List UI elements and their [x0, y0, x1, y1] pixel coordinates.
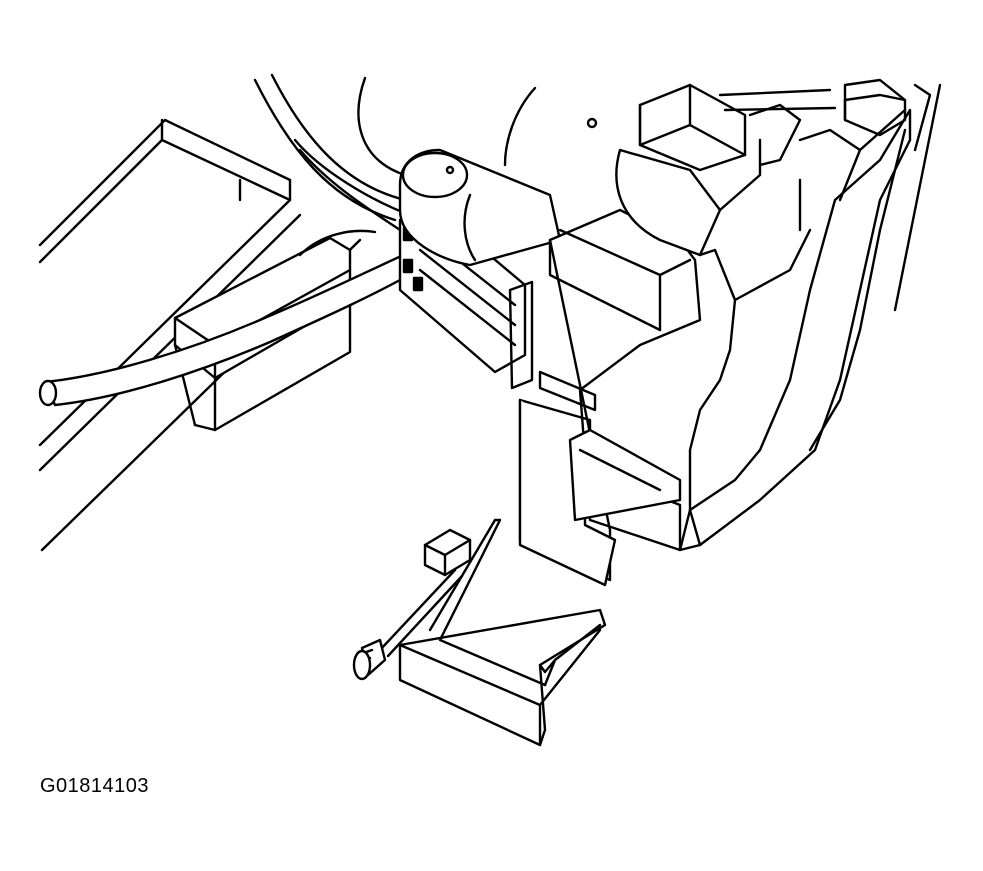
- mounting-bracket: [398, 518, 607, 747]
- linkage-rod-and-screw: [352, 568, 464, 681]
- housing-arcs: [253, 73, 598, 232]
- actuator-body: [518, 208, 702, 587]
- right-side-panels: [678, 78, 942, 552]
- actuator-motor: [398, 148, 562, 267]
- gear-housing: [615, 83, 802, 257]
- figure-id-label: G01814103: [40, 775, 150, 797]
